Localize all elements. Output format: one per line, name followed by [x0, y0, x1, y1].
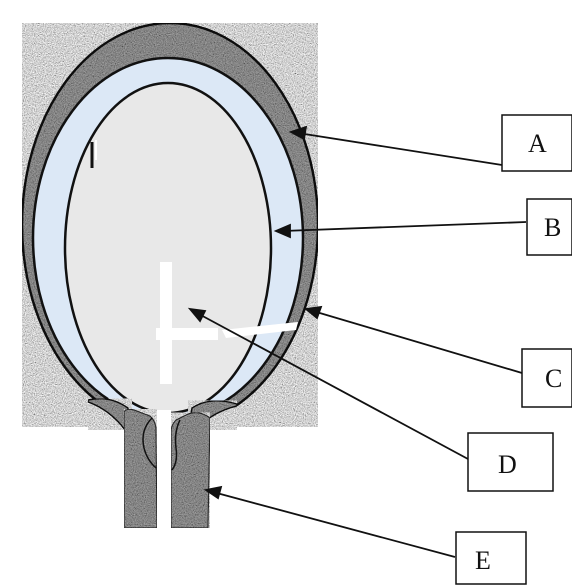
label-d: D [498, 450, 517, 479]
label-box-e: E [456, 532, 526, 584]
arrow-e-line [213, 492, 455, 557]
label-e: E [475, 546, 491, 575]
label-box-b: B [527, 199, 572, 255]
arrow-b-line [283, 222, 526, 231]
cavity-vertical-slit [160, 262, 172, 384]
label-b: B [544, 213, 561, 242]
arrow-c-line [313, 311, 522, 373]
stalk-left [124, 409, 157, 528]
stalk-channel [157, 410, 171, 528]
label-a: A [528, 129, 547, 158]
stalk [124, 409, 210, 528]
label-c: C [545, 364, 562, 393]
label-box-c: C [522, 349, 572, 407]
label-box-e-frame [456, 532, 526, 584]
arrow-a-line [298, 133, 502, 165]
label-box-a: A [502, 115, 572, 171]
label-box-d: D [468, 433, 553, 491]
cavity-horizontal-slit [156, 328, 218, 340]
arrow-c-head [306, 307, 321, 318]
